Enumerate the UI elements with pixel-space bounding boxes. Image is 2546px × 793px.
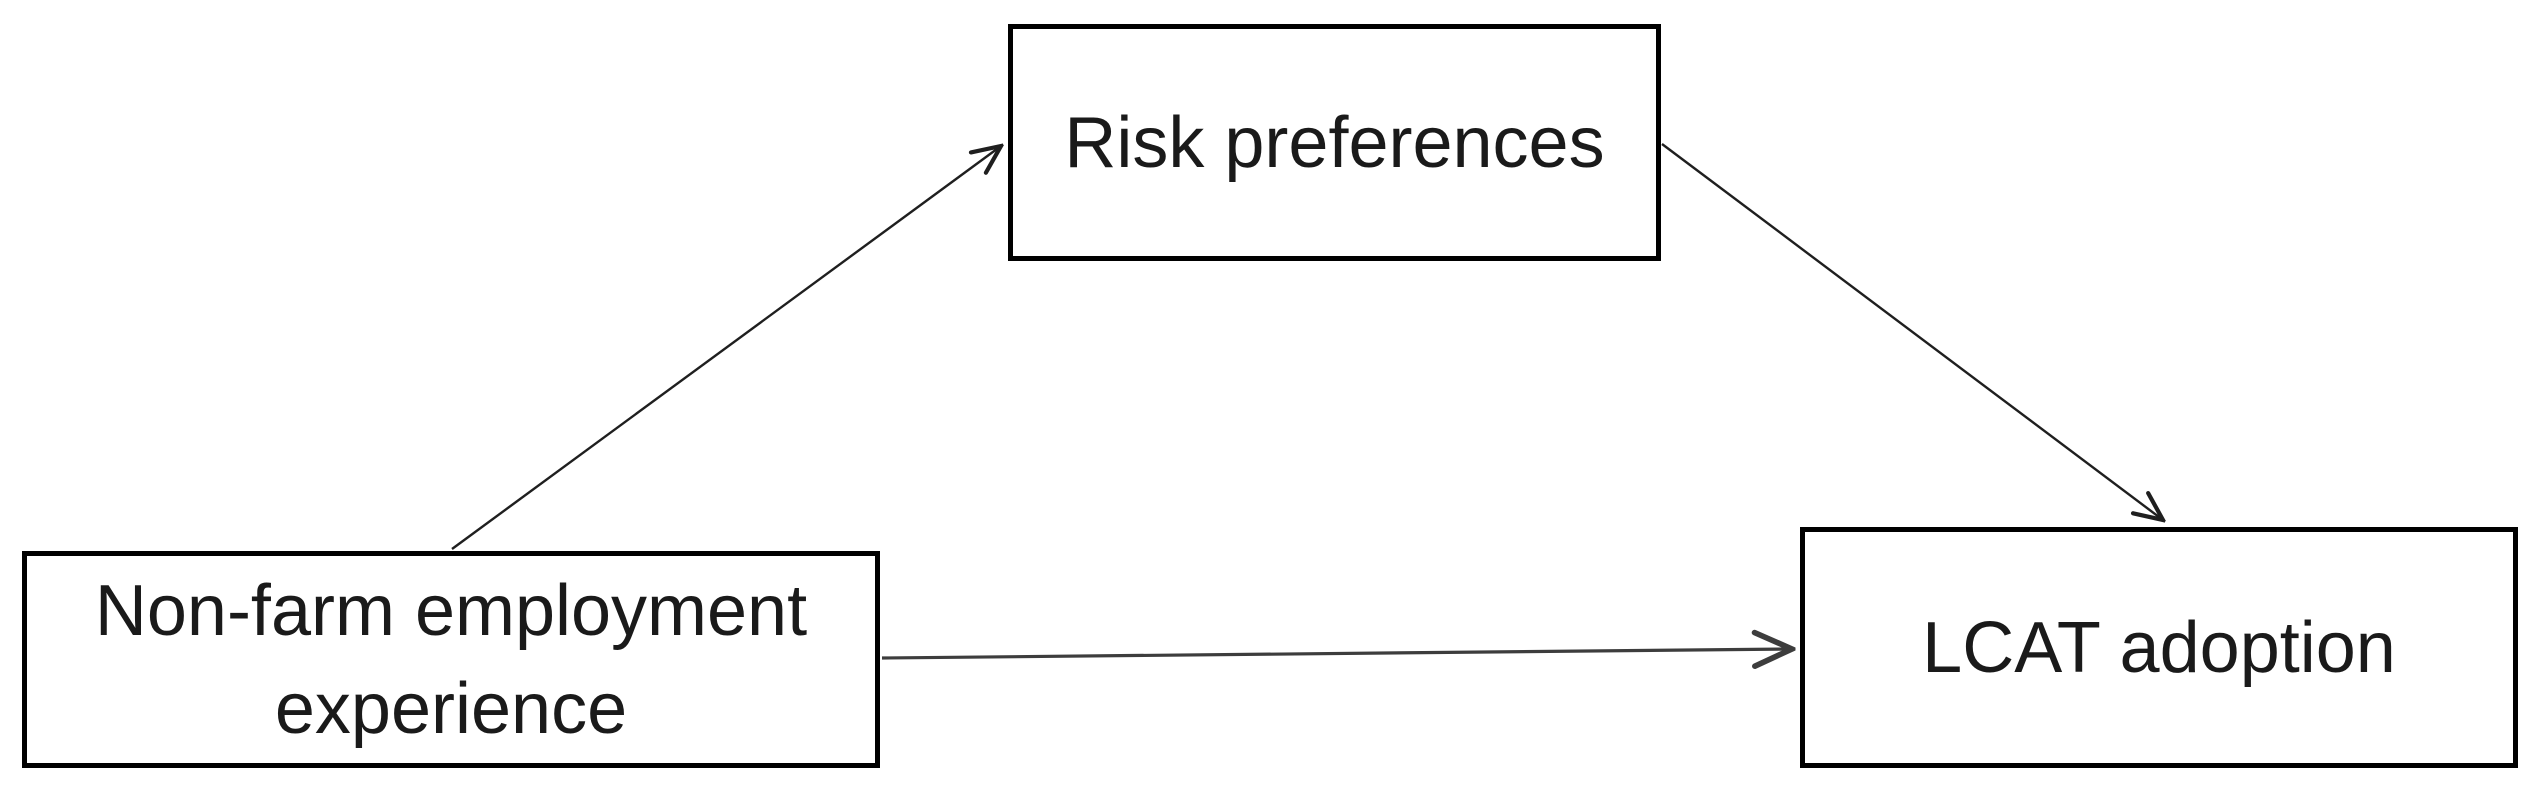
node-risk-label: Risk preferences — [1064, 102, 1605, 183]
node-nonfarm-label: Non-farm employment experience — [95, 562, 807, 758]
node-lcat-label: LCAT adoption — [1922, 607, 2396, 688]
node-risk-preferences: Risk preferences — [1008, 24, 1661, 261]
node-nonfarm-label-line2: experience — [274, 668, 628, 749]
node-nonfarm-label-line1: Non-farm employment — [94, 570, 808, 651]
node-lcat-adoption: LCAT adoption — [1800, 527, 2518, 768]
arrow-nonfarm-to-lcat — [881, 649, 1792, 658]
arrow-risk-to-lcat — [1661, 143, 2163, 520]
node-nonfarm-employment-experience: Non-farm employment experience — [22, 551, 880, 768]
arrow-nonfarm-to-risk — [451, 146, 1001, 550]
